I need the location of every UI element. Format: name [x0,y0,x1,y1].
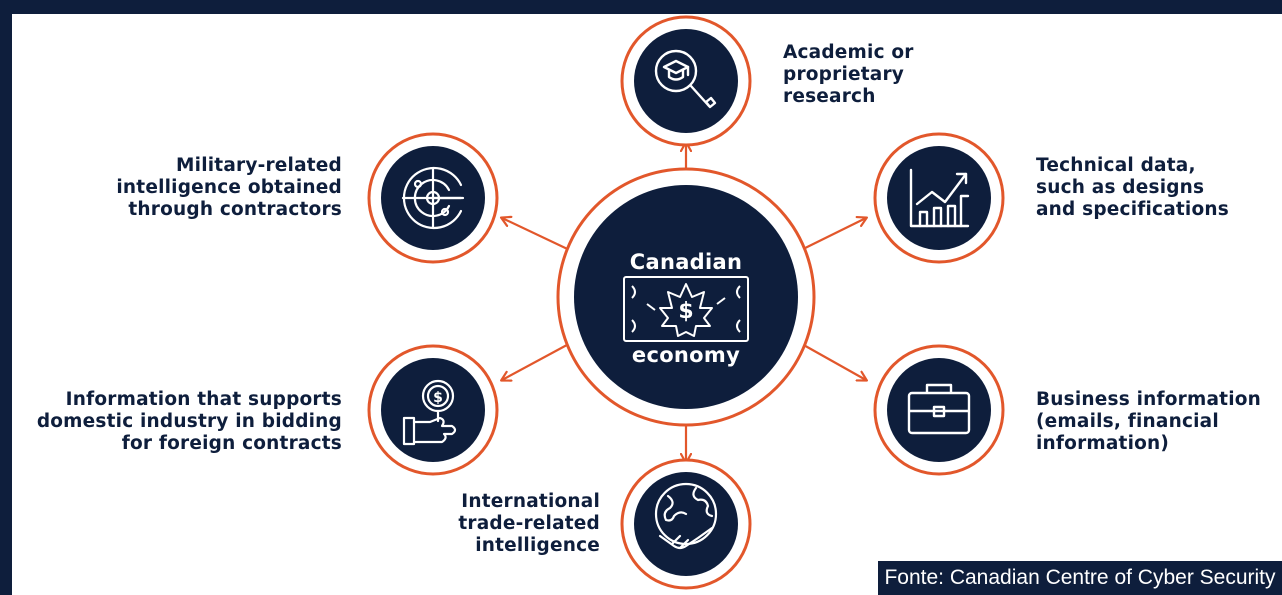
node-bidding: $ [367,344,499,476]
center-title-line2: economy [631,343,741,367]
radar-icon [401,166,465,230]
node-military [367,132,499,264]
arrow-to-bidding [502,338,579,380]
rising-chart-icon [909,168,970,228]
center-title-line1: Canadian [629,250,743,274]
node-research [620,15,752,147]
label-research: Academic or proprietary research [783,42,914,107]
center-node: $ [556,167,816,427]
node-business [873,344,1005,476]
globe-handshake-icon [654,482,718,550]
source-credit: Fonte: Canadian Centre of Cyber Security [878,561,1282,595]
dollar-glyph: $ [678,299,693,324]
diagram-panel: $ [12,14,1282,595]
briefcase-icon [907,383,971,435]
diagram-canvas: $ [367,15,1005,590]
maple-leaf-banknote-icon [623,276,749,342]
label-technical: Technical data, such as designs and spec… [1036,155,1229,220]
hand-dollar-icon [402,379,457,446]
dollar-glyph: $ [433,390,443,406]
node-technical [873,132,1005,264]
node-trade [620,458,752,590]
label-bidding: Information that supports domestic indus… [36,389,342,454]
magnifier-graduation-cap-icon [654,49,717,109]
arrow-to-military [502,218,579,255]
label-trade: International trade-related intelligence [458,491,600,556]
label-business: Business information (emails, financial … [1036,389,1262,454]
label-military: Military-related intelligence obtained t… [116,155,342,220]
